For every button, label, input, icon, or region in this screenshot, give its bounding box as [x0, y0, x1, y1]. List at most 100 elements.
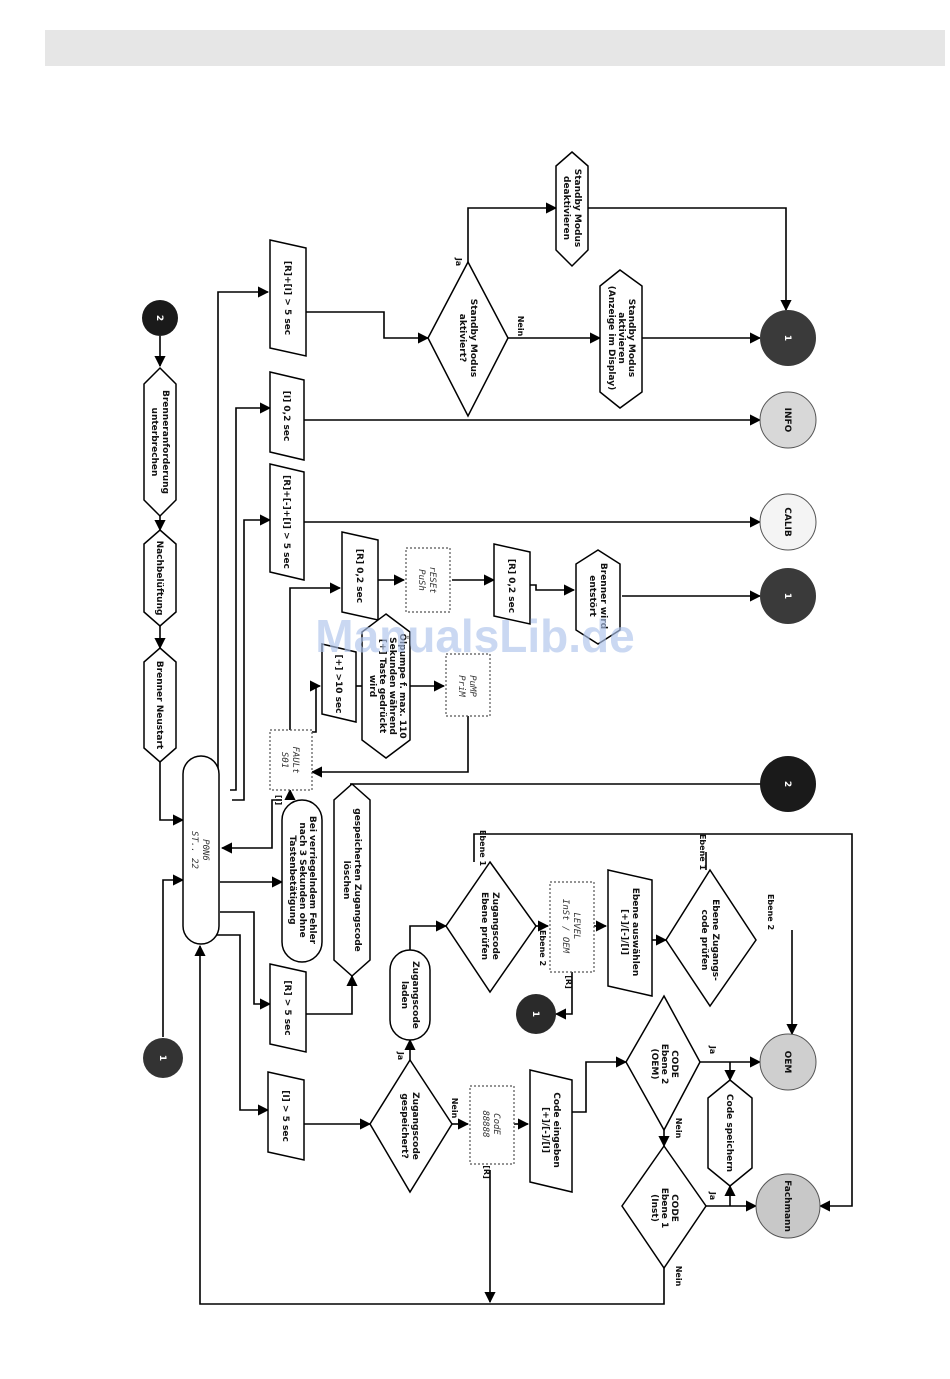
svg-text:PriM: PriM	[456, 675, 466, 697]
watermark: ManualsLib.de	[315, 610, 634, 662]
fachmann-terminal: Fachmann	[755, 1173, 821, 1239]
connector-1-level: 1	[516, 994, 556, 1034]
svg-text:Brenner wird: Brenner wird	[598, 563, 608, 629]
ebene-auswaehlen-input: Ebene auswählen [+]/[-]/[I]	[607, 869, 653, 997]
verriegelnd-step: Bei verriegelndem Fehler nach 3 Sekunden…	[281, 799, 323, 963]
svg-text:PuSh: PuSh	[416, 569, 426, 591]
svg-text:2: 2	[782, 781, 792, 787]
svg-text:Bei verriegelndem Fehler: Bei verriegelndem Fehler	[307, 816, 317, 945]
svg-text:S01: S01	[279, 752, 289, 768]
svg-text:[I] 0,2 sec: [I] 0,2 sec	[281, 391, 291, 442]
svg-text:Fachmann: Fachmann	[782, 1180, 792, 1232]
connector-1-bottom: 1	[143, 1038, 183, 1078]
svg-text:CODE: CODE	[669, 1050, 679, 1078]
pump-display: PuMP PriM	[445, 653, 491, 717]
svg-text:[R]+[I] > 5 sec: [R]+[I] > 5 sec	[282, 261, 292, 335]
svg-text:2: 2	[154, 315, 164, 321]
svg-text:LEVEL: LEVEL	[571, 912, 581, 939]
code-eingeben-input: Code eingeben [+]/[-]/[I]	[529, 1069, 573, 1193]
svg-text:aktiviert?: aktiviert?	[457, 314, 467, 362]
svg-text:Ja: Ja	[396, 1051, 405, 1060]
i-5sec-input: [I] > 5 sec	[267, 1071, 305, 1161]
connector-1-standby: 1	[760, 310, 816, 366]
svg-text:laden: laden	[399, 981, 409, 1009]
svg-text:Brenner Neustart: Brenner Neustart	[154, 661, 164, 750]
svg-text:Ebene Zugangs-: Ebene Zugangs-	[710, 899, 720, 981]
svg-text:Nein: Nein	[674, 1266, 683, 1287]
svg-text:[I]: [I]	[274, 795, 283, 805]
svg-text:[R]: [R]	[564, 975, 573, 988]
calib-terminal: CALIB	[759, 493, 817, 551]
svg-text:P0N6: P0N6	[200, 839, 210, 861]
svg-text:PuMP: PuMP	[467, 675, 477, 697]
ebene-code-pruefen-decision: Ebene Zugangs- code prüfen Ebene 1 Ebene…	[665, 834, 775, 1008]
svg-text:Ebene 1: Ebene 1	[478, 830, 487, 867]
svg-text:deaktivieren: deaktivieren	[561, 176, 571, 240]
connector-lines	[154, 202, 853, 1305]
svg-text:(Anzeige im Display): (Anzeige im Display)	[606, 286, 616, 390]
svg-text:INFO: INFO	[782, 408, 792, 433]
svg-text:gespeicherten Zugangscode: gespeicherten Zugangscode	[352, 808, 362, 952]
svg-text:[+] >10 sec: [+] >10 sec	[333, 655, 343, 714]
brenner-entstoert-step: Brenner wird entstört	[575, 549, 621, 645]
svg-text:Ja: Ja	[454, 257, 463, 266]
zugangscode-laden-step: Zugangscode laden	[389, 949, 431, 1041]
svg-text:Ebene 1: Ebene 1	[698, 834, 707, 871]
header-bar	[45, 30, 945, 66]
svg-text:1: 1	[530, 1011, 540, 1017]
svg-text:aktivieren: aktivieren	[616, 312, 626, 363]
svg-text:Tastenbetätigung: Tastenbetätigung	[287, 835, 297, 924]
standby-deactivate-step: Standby Modus deaktivieren	[555, 151, 589, 268]
svg-text:Code eingeben: Code eingeben	[551, 1092, 561, 1168]
svg-text:CODE: CODE	[669, 1194, 679, 1222]
svg-text:InSt / OEM: InSt / OEM	[560, 899, 570, 954]
svg-text:Standby Modus: Standby Modus	[572, 169, 582, 248]
rmi-5sec-input: [R]+[-]+[I] > 5 sec	[269, 463, 305, 581]
svg-text:Nein: Nein	[450, 1098, 459, 1119]
standby-activate-step: Standby Modus aktivieren (Anzeige im Dis…	[599, 269, 643, 409]
code-ebene1-decision: CODE Ebene 1 (Inst) Ja Nein	[621, 1144, 717, 1287]
code-ebene2-decision: CODE Ebene 2 (OEM) Ja Nein	[625, 994, 717, 1139]
svg-text:Nein: Nein	[674, 1118, 683, 1139]
svg-text:CodE: CodE	[491, 1113, 501, 1135]
svg-text:Nachbelüftung: Nachbelüftung	[154, 541, 164, 616]
svg-text:Standby Modus: Standby Modus	[468, 299, 478, 378]
svg-text:[R] > 5 sec: [R] > 5 sec	[282, 980, 292, 1035]
svg-text:Code speichern: Code speichern	[724, 1094, 734, 1172]
connector-1-entstoert: 1	[760, 568, 816, 624]
svg-text:gespeichert?: gespeichert?	[399, 1093, 409, 1158]
svg-text:löschen: löschen	[341, 861, 351, 900]
svg-text:1: 1	[782, 593, 792, 599]
zugangscode-decision: Zugangscode gespeichert? Ja Nein	[369, 1051, 459, 1194]
svg-text:88888: 88888	[480, 1110, 490, 1137]
svg-text:Nein: Nein	[516, 316, 525, 337]
rp-5sec-input: [R]+[I] > 5 sec	[269, 239, 307, 357]
svg-text:Ebene auswählen: Ebene auswählen	[630, 888, 640, 977]
nachbelueftung-step: Nachbelüftung	[143, 529, 177, 627]
svg-text:Sekunden während: Sekunden während	[387, 637, 397, 735]
svg-text:Zugangscode: Zugangscode	[490, 892, 500, 960]
svg-text:[R] 0,2 sec: [R] 0,2 sec	[506, 559, 516, 613]
plus-10sec-input: [+] >10 sec	[321, 643, 357, 723]
code-loeschen-step: gespeicherten Zugangscode löschen	[333, 782, 371, 978]
svg-text:wird: wird	[367, 675, 377, 697]
reset-display: rESEt PuSh	[405, 547, 451, 613]
svg-text:Ja: Ja	[708, 1191, 717, 1200]
svg-text:[+]/[-]/[I]: [+]/[-]/[I]	[540, 1107, 550, 1153]
fault-display: FAULt S01 [I]	[269, 729, 313, 805]
svg-text:rESEt: rESEt	[427, 566, 437, 593]
svg-text:[+]/[-]/[I]: [+]/[-]/[I]	[619, 909, 629, 955]
info-terminal: INFO	[759, 391, 817, 449]
svg-text:ST.. 22: ST.. 22	[189, 831, 199, 869]
svg-text:nach 3 Sekunden ohne: nach 3 Sekunden ohne	[297, 822, 307, 937]
svg-text:Zugangscode: Zugangscode	[410, 1092, 420, 1160]
connector-2-right: 2	[760, 756, 816, 812]
main-display-terminal: P0N6 ST.. 22	[182, 755, 220, 945]
r-02sec-input-b: [R] 0,2 sec	[493, 543, 531, 625]
svg-text:Ebene 2: Ebene 2	[538, 930, 547, 966]
oem-terminal: OEM	[759, 1033, 817, 1091]
svg-text:Ölpumpe f. max. 110: Ölpumpe f. max. 110	[397, 633, 408, 738]
svg-text:code prüfen: code prüfen	[699, 910, 709, 971]
oelpumpe-step: Ölpumpe f. max. 110 Sekunden während [+]…	[361, 613, 411, 759]
